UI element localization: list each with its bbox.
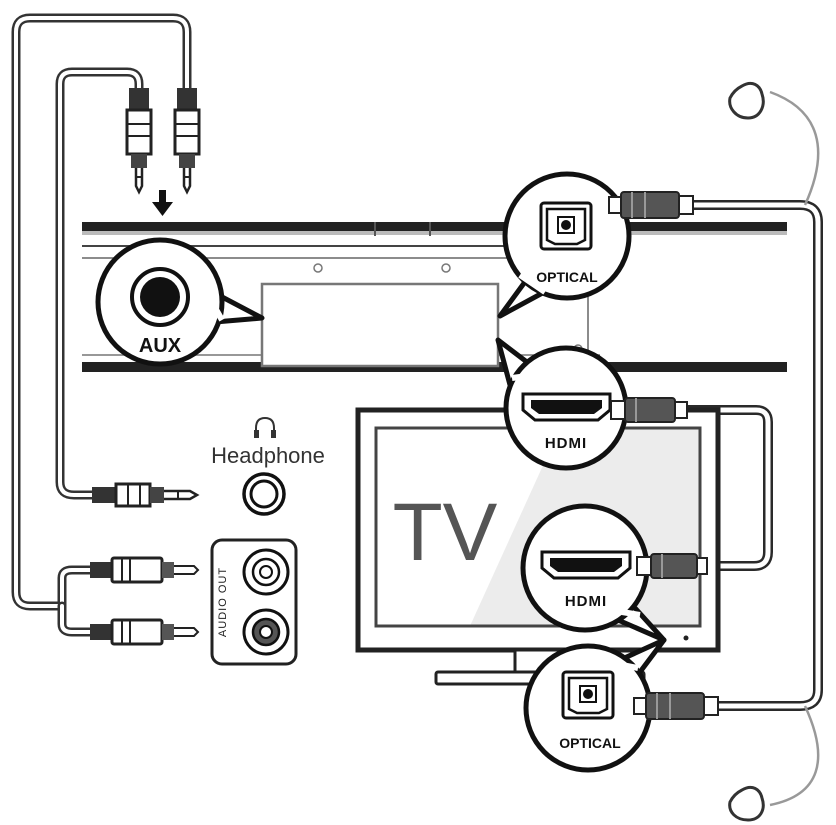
hdmi-port-icon xyxy=(540,550,632,580)
optical-cable-loop xyxy=(690,81,823,822)
optical-bottom-callout: OPTICAL xyxy=(523,637,667,773)
hdmi-top-label: HDMI xyxy=(545,435,587,452)
rca-plug-top xyxy=(90,556,200,584)
headphone-jack xyxy=(242,472,286,516)
audio-out-panel: AUDIO OUT xyxy=(210,538,298,666)
optical-port-icon xyxy=(561,670,615,720)
aux-callout: AUX xyxy=(95,237,265,367)
optical-port-icon xyxy=(539,201,593,251)
aux-plug-right xyxy=(173,88,201,195)
aux-cable-inner xyxy=(55,67,144,500)
hdmi-cable xyxy=(685,405,773,571)
screw-icon xyxy=(441,263,451,273)
down-arrow-icon xyxy=(152,190,173,216)
hdmi-top-plug xyxy=(610,397,688,423)
rca-jack-icon xyxy=(242,548,290,596)
hdmi-bottom-label: HDMI xyxy=(565,593,607,610)
aux-label: AUX xyxy=(139,335,182,357)
headphone-plug xyxy=(92,482,200,508)
optical-top-label: OPTICAL xyxy=(536,269,598,285)
rca-plug-bottom xyxy=(90,618,200,646)
aux-plug-left xyxy=(125,88,153,195)
optical-top-plug xyxy=(608,191,694,219)
headphone-label: Headphone xyxy=(211,443,325,468)
optical-bottom-label: OPTICAL xyxy=(559,735,621,751)
hdmi-bottom-callout: HDMI xyxy=(520,503,667,643)
hdmi-bottom-plug xyxy=(636,553,708,579)
aux-cable-outer xyxy=(11,13,192,637)
optical-top-callout: OPTICAL xyxy=(497,171,632,319)
audio-out-label: AUDIO OUT xyxy=(217,567,229,637)
screw-icon xyxy=(313,263,323,273)
headphone-icon xyxy=(254,416,276,438)
hdmi-port-icon xyxy=(521,392,612,422)
tv-label: TV xyxy=(393,487,498,578)
rca-jack-icon xyxy=(242,608,290,656)
optical-bottom-plug xyxy=(633,692,719,720)
soundbar xyxy=(82,222,787,372)
